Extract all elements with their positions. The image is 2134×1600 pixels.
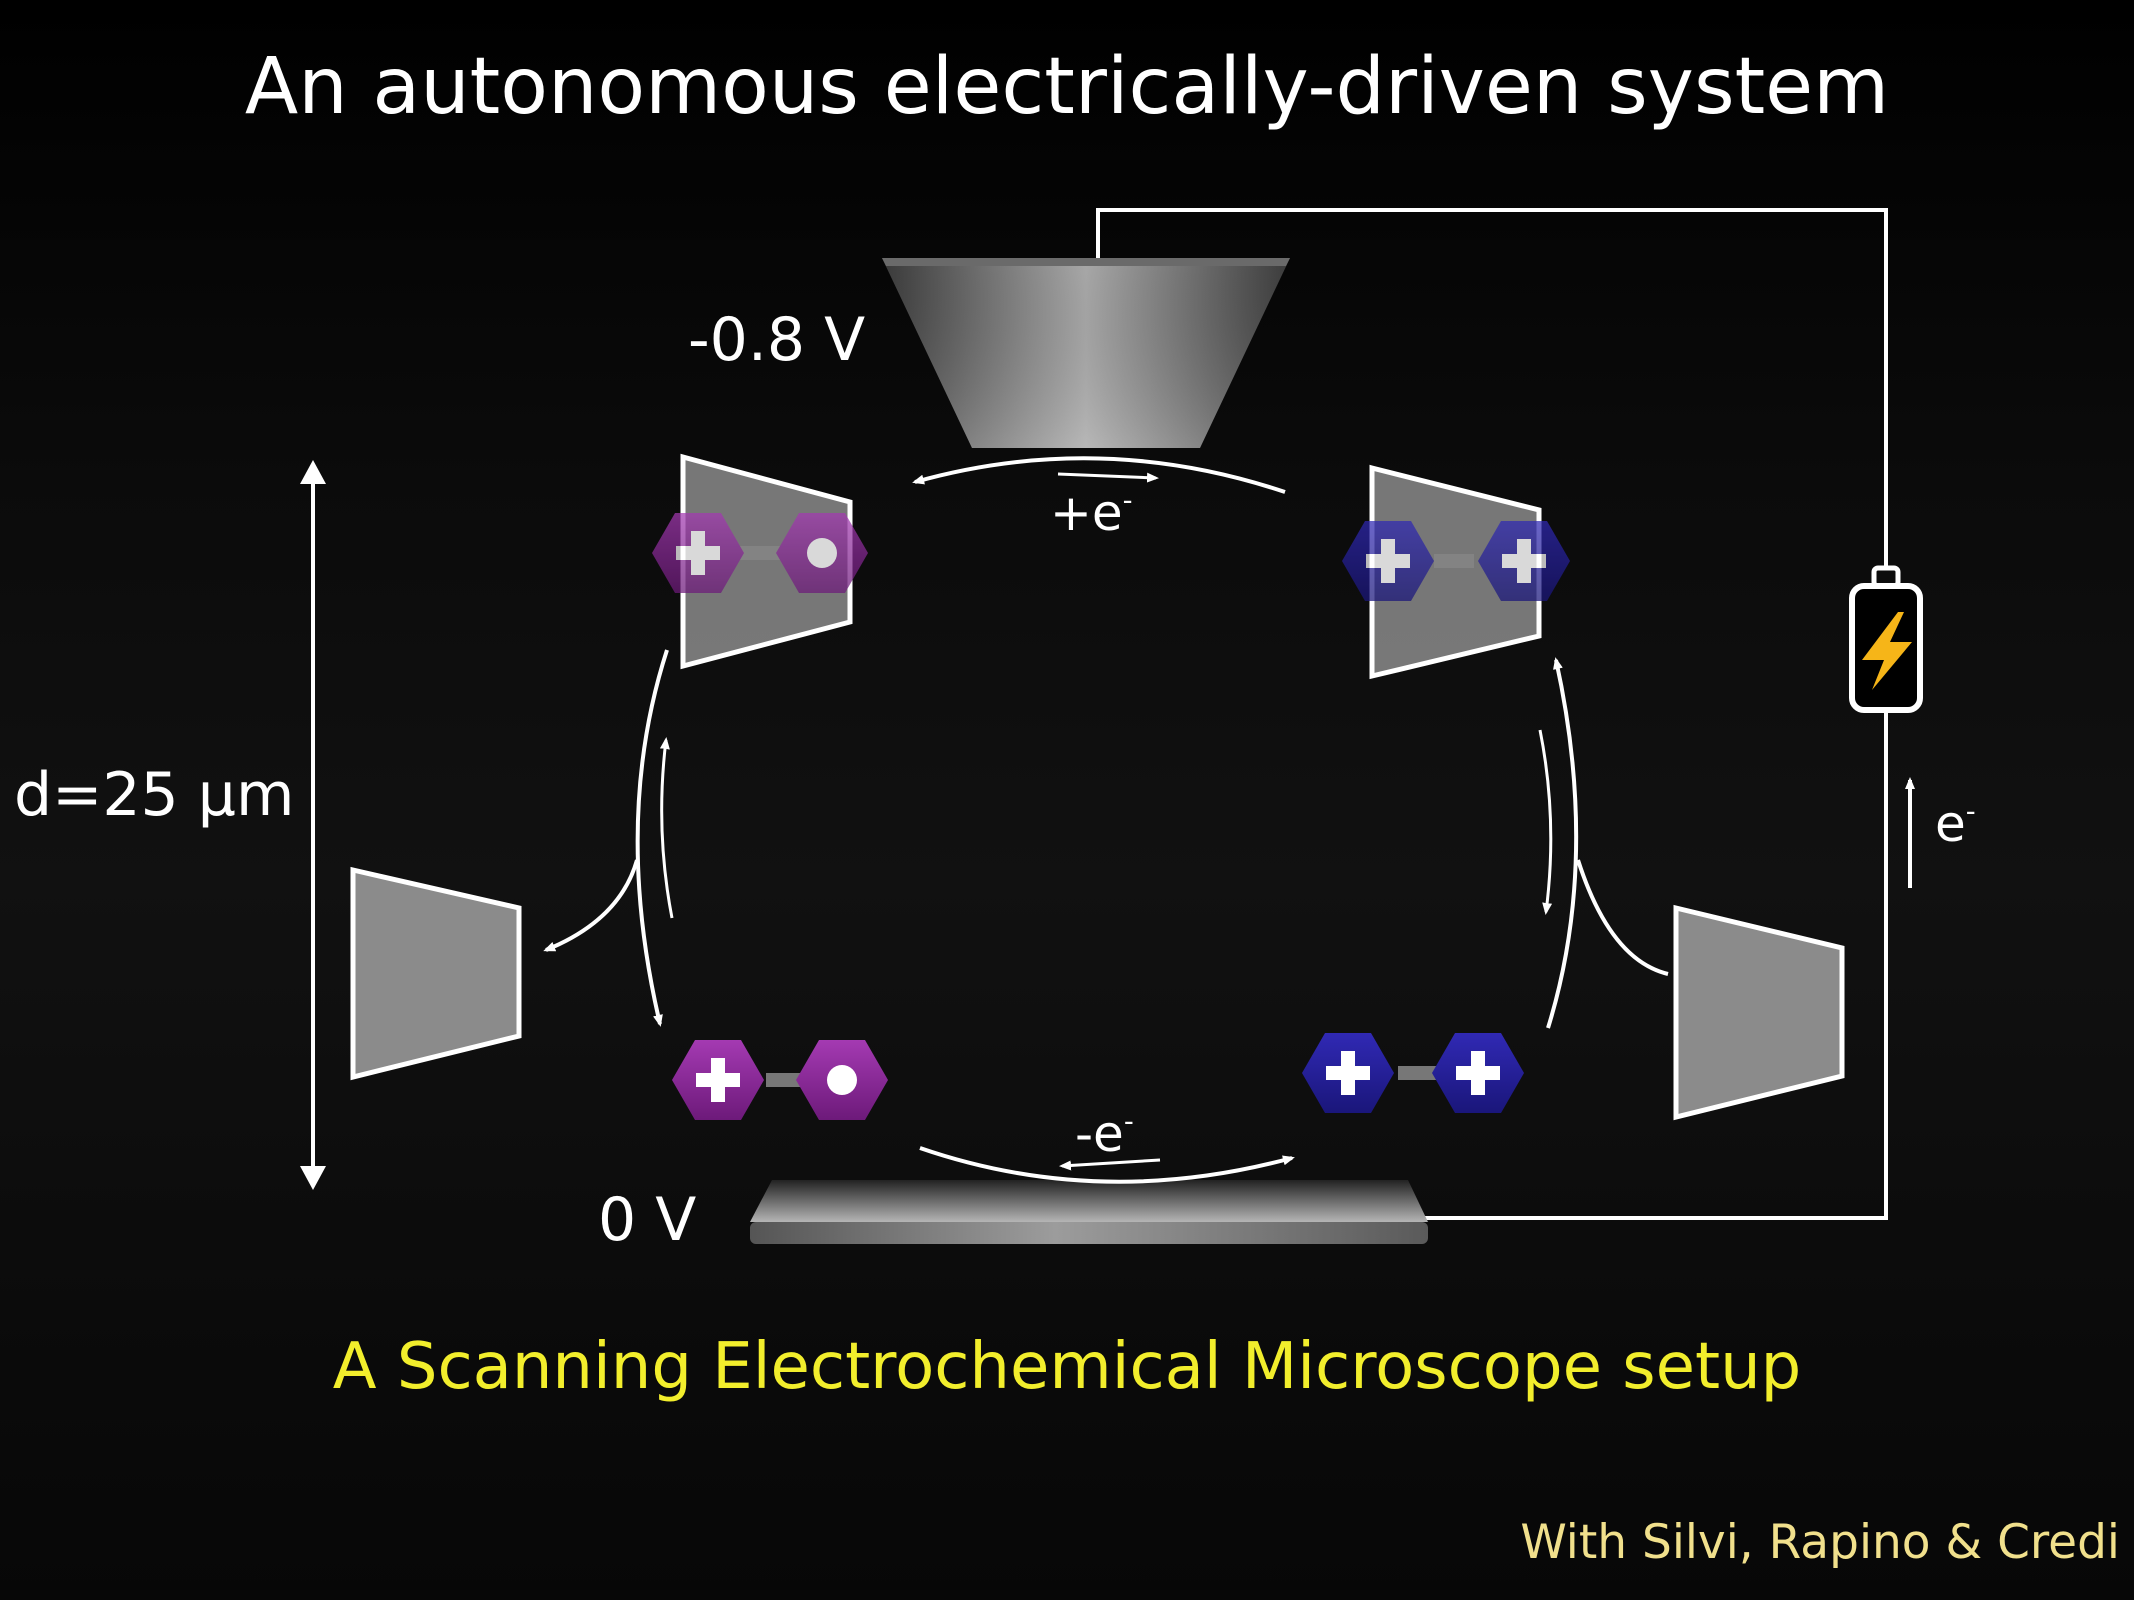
cycle-arrows [543,456,1669,1184]
battery-icon [1849,565,1923,713]
slide-subtitle: A Scanning Electrochemical Microscope se… [332,1330,1802,1404]
electrode-profile-right [1673,904,1845,1121]
electrode-profile-top-right [1369,464,1542,680]
dot-icon [827,1065,857,1095]
secm-tip [882,258,1290,448]
electron-flow-label: e- [1935,795,1976,853]
molecule-bottom-right [1302,1033,1524,1113]
molecule-bottom-left [672,1040,888,1120]
molecule-top-right [1342,521,1570,601]
slide-title: An autonomous electrically-driven system [244,42,1890,132]
distance-label: d=25 µm [14,760,295,830]
oxidation-label: -e- [1075,1105,1134,1163]
plus-icon [696,1058,740,1102]
plus-icon [1456,1051,1500,1095]
dot-icon [807,538,837,568]
electrode-profile-left [350,866,522,1081]
plus-icon [676,531,720,575]
plus-icon [1326,1051,1370,1095]
substrate-electrode [750,1180,1428,1244]
plus-icon [1366,539,1410,583]
lightning-bolt-icon [1862,612,1912,690]
substrate-voltage-label: 0 V [598,1185,697,1255]
distance-arrow [300,460,326,1190]
molecule-top-left [652,513,868,593]
reduction-label: +e- [1050,484,1133,542]
plus-icon [1502,539,1546,583]
tip-voltage-label: -0.8 V [688,305,866,375]
electrode-profile-top-left [680,453,853,670]
circuit-wire [1096,208,1888,1220]
credit-line: With Silvi, Rapino & Credi [1520,1515,2120,1570]
